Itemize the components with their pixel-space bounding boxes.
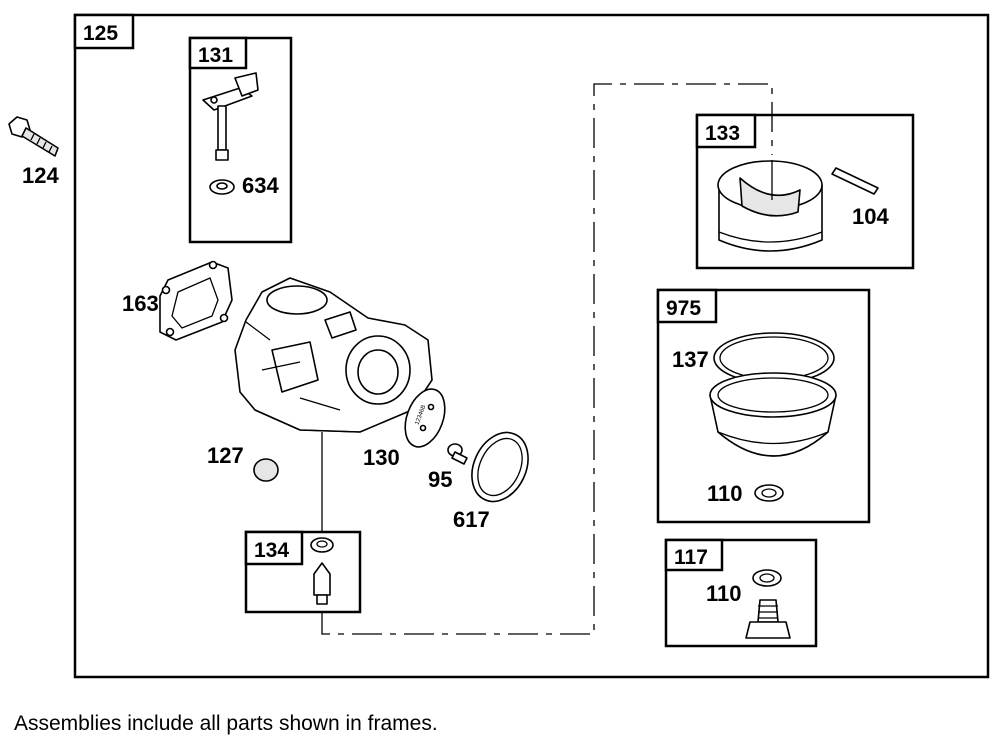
label-117: 117 [674, 546, 708, 569]
seal-634 [209, 179, 235, 195]
label-125: 125 [83, 22, 118, 45]
washer-110-bowl [754, 484, 784, 502]
tag-box-117 [664, 538, 724, 572]
label-130: 130 [363, 445, 400, 470]
leader-line-133 [321, 83, 773, 635]
o-ring-617 [471, 431, 529, 503]
tag-box-133 [695, 113, 757, 149]
frame-117 [664, 538, 818, 648]
footer-note: Assemblies include all parts shown in fr… [14, 712, 438, 735]
label-110-bowl: 110 [707, 481, 743, 506]
tag-box-131 [188, 36, 248, 70]
inlet-needle-134 [310, 537, 334, 605]
label-110-nut: 110 [706, 581, 742, 606]
bolt-124 [8, 116, 59, 157]
frame-975 [656, 288, 871, 524]
float-133 [717, 160, 823, 252]
label-131: 131 [198, 44, 233, 67]
washer-110-nut [752, 569, 782, 587]
hinge-pin-104 [831, 167, 879, 195]
label-104: 104 [852, 204, 889, 229]
label-133: 133 [705, 122, 740, 145]
label-124: 124 [22, 163, 59, 188]
carburetor-body [234, 277, 433, 433]
label-127: 127 [207, 443, 244, 468]
plug-127 [253, 458, 279, 482]
tag-box-134 [244, 530, 304, 566]
throttle-shaft-131 [202, 72, 259, 161]
label-617: 617 [453, 507, 490, 532]
tag-box-125 [73, 13, 135, 50]
gasket-163 [159, 260, 233, 341]
bowl-nut-117 [745, 599, 791, 639]
frame-125 [73, 13, 990, 679]
label-634: 634 [242, 173, 279, 198]
label-163: 163 [122, 291, 159, 316]
label-95: 95 [428, 467, 452, 492]
label-975: 975 [666, 297, 701, 320]
tag-box-975 [656, 288, 718, 324]
screw-95 [447, 443, 468, 465]
throttle-plate-130: 12346B [404, 388, 446, 448]
label-137: 137 [672, 347, 709, 372]
label-134: 134 [254, 539, 289, 562]
frame-133 [695, 113, 915, 270]
float-bowl-975 [709, 332, 837, 457]
